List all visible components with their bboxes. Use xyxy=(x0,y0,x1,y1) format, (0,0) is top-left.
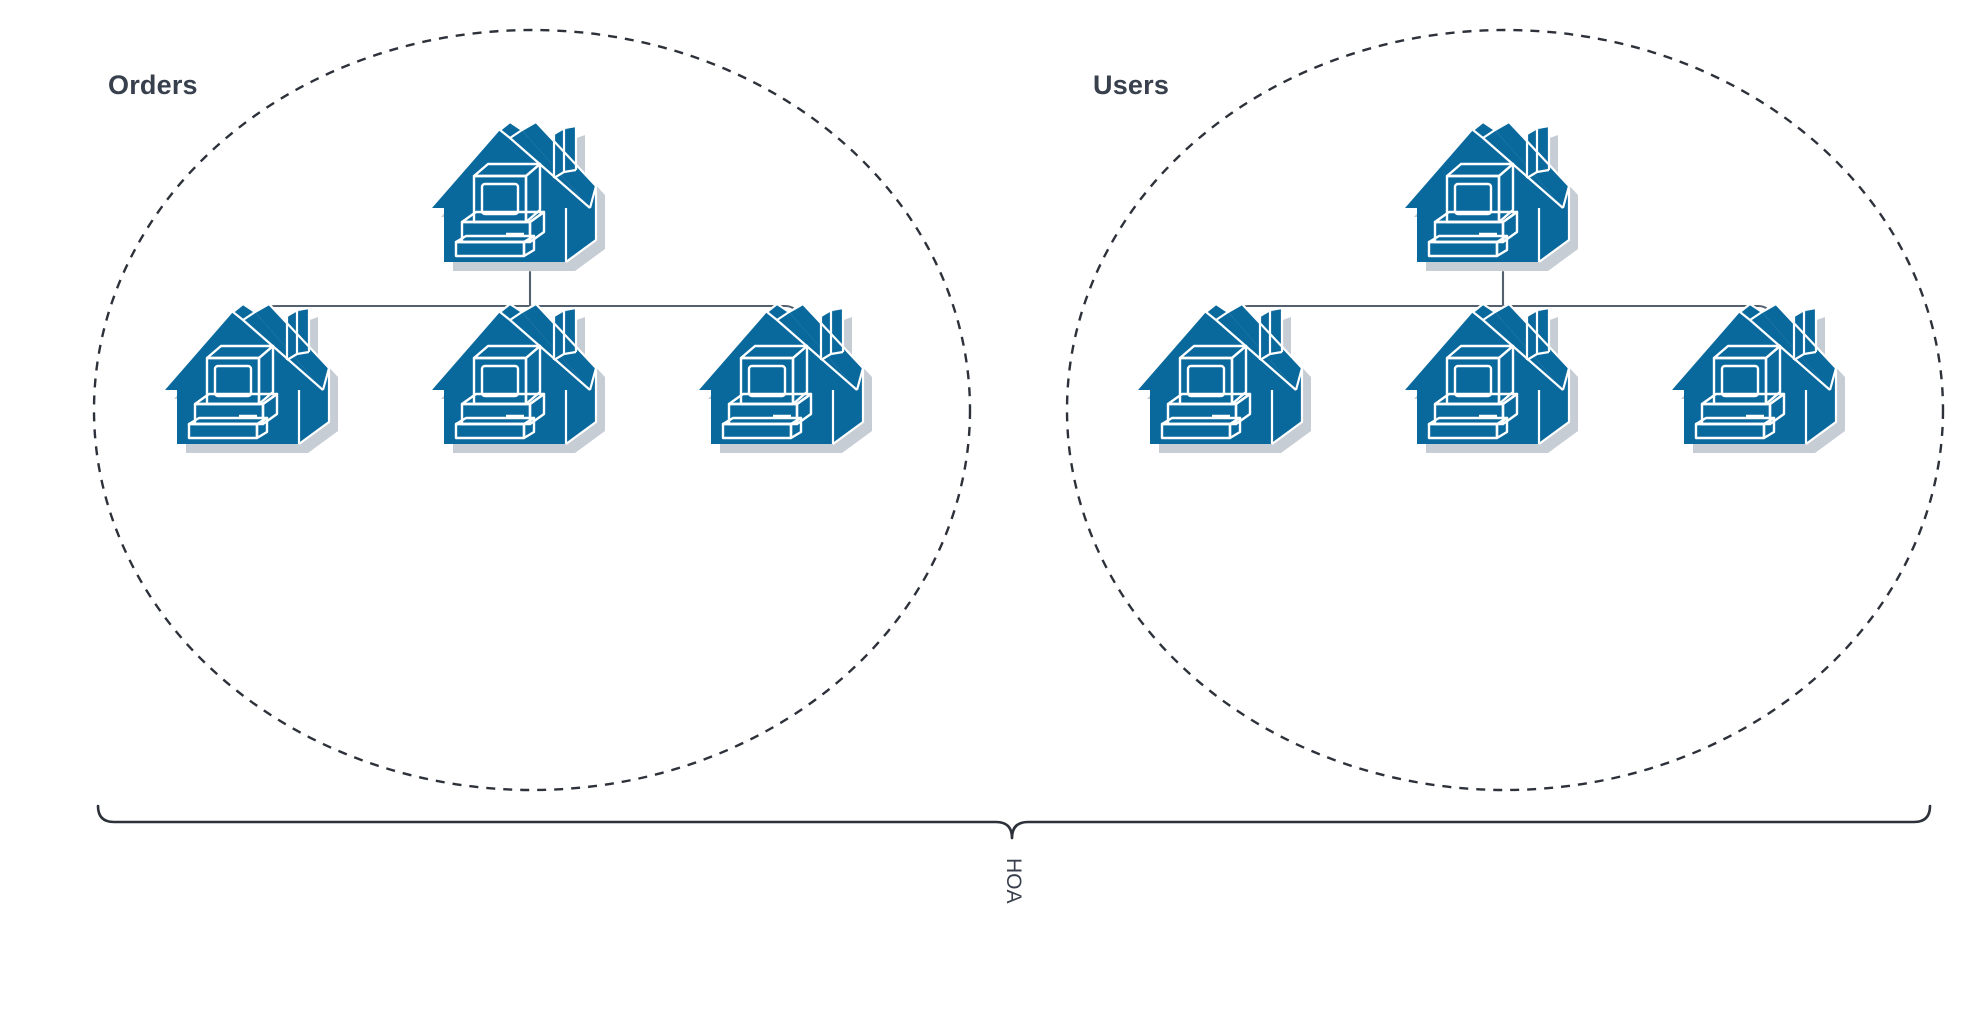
orders-child-node-3[interactable] xyxy=(697,302,874,455)
users-child-node-1[interactable] xyxy=(1136,302,1313,455)
users-group-label: Users xyxy=(1093,70,1170,100)
orders-parent-node[interactable] xyxy=(430,120,607,273)
hoa-brace xyxy=(96,804,1932,840)
users-group[interactable] xyxy=(1065,28,1945,792)
orders-child-node-2[interactable] xyxy=(430,302,607,455)
orders-group-boundary xyxy=(92,28,972,792)
orders-group-label: Orders xyxy=(108,70,198,100)
users-parent-node[interactable] xyxy=(1403,120,1580,273)
hoa-brace-label: HOA xyxy=(1002,858,1025,904)
users-child-node-3[interactable] xyxy=(1670,302,1847,455)
users-child-node-2[interactable] xyxy=(1403,302,1580,455)
orders-child-node-1[interactable] xyxy=(163,302,340,455)
orders-group[interactable] xyxy=(92,28,972,792)
users-group-boundary xyxy=(1065,28,1945,792)
